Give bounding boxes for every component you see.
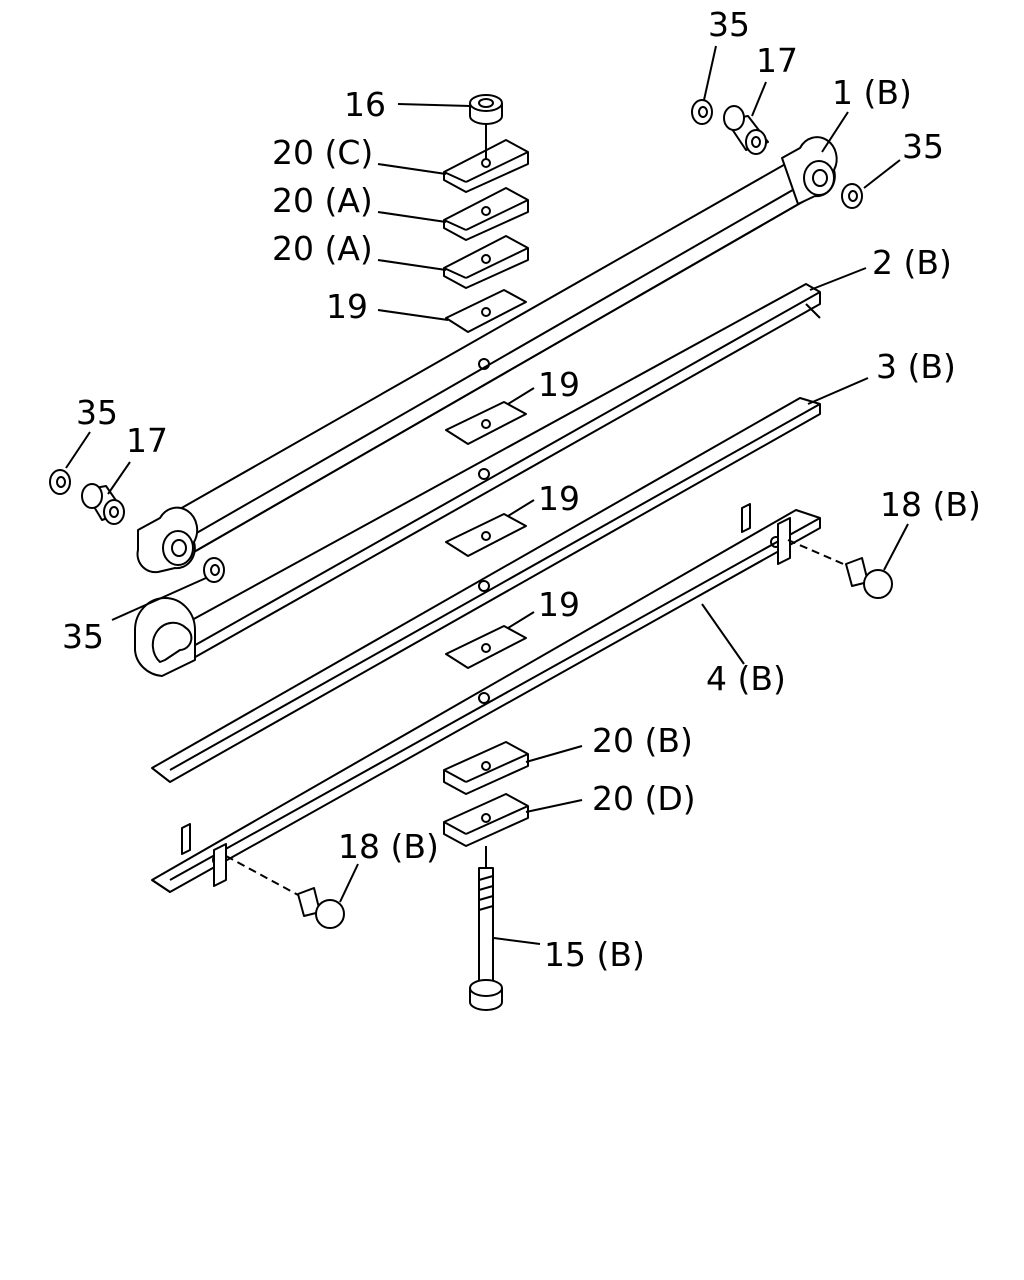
washer-35-left-bottom xyxy=(203,557,225,583)
bushing-17-left xyxy=(81,483,125,525)
pad-20c xyxy=(443,139,529,193)
callout-17-right: 17 xyxy=(756,41,798,80)
callout-35-left-bottom: 35 xyxy=(62,617,104,656)
liner-19-c xyxy=(445,625,527,669)
callout-17-left: 17 xyxy=(126,421,168,460)
leaf-spring-3 xyxy=(151,397,821,783)
washer-35-right-top xyxy=(691,99,713,125)
callout-3b: 3 (B) xyxy=(876,347,956,386)
callout-20a-upper: 20 (A) xyxy=(272,181,373,220)
callout-19-top: 19 xyxy=(326,287,368,326)
callout-18b-right: 18 (B) xyxy=(880,485,981,524)
rebound-clip-left xyxy=(181,823,227,887)
callout-15b: 15 (B) xyxy=(544,935,645,974)
spring-eye-left xyxy=(136,506,199,574)
liner-19-a xyxy=(445,401,527,445)
washer-35-left-top xyxy=(49,469,71,495)
clip-bolt-18b-right xyxy=(845,557,893,599)
washer-35-right xyxy=(841,183,863,209)
pad-20b xyxy=(443,741,529,795)
leaf-spring-4 xyxy=(151,509,821,893)
callout-2b: 2 (B) xyxy=(872,243,952,282)
clip-bolt-axis-right xyxy=(787,539,849,567)
spring-wrap-eye xyxy=(134,597,196,677)
clip-bolt-axis-left xyxy=(225,855,301,897)
callout-1b: 1 (B) xyxy=(832,73,912,112)
center-bolt-15b xyxy=(469,867,503,1011)
callout-35-right: 35 xyxy=(902,127,944,166)
callout-4b: 4 (B) xyxy=(706,659,786,698)
callout-19-a: 19 xyxy=(538,365,580,404)
callout-20a-lower: 20 (A) xyxy=(272,229,373,268)
liner-19-b xyxy=(445,513,527,557)
rebound-clip-right xyxy=(741,503,791,565)
nut-16 xyxy=(469,94,503,125)
callout-20b: 20 (B) xyxy=(592,721,693,760)
clip-bolt-18b-left xyxy=(297,887,345,929)
callout-35-right-top: 35 xyxy=(708,5,750,44)
callout-19-c: 19 xyxy=(538,585,580,624)
pad-20a-lower xyxy=(443,235,529,289)
bushing-17-right xyxy=(723,105,769,155)
callout-20d: 20 (D) xyxy=(592,779,696,818)
callout-19-b: 19 xyxy=(538,479,580,518)
liner-19-top xyxy=(445,289,527,333)
callout-20c: 20 (C) xyxy=(272,133,373,172)
pad-20a-upper xyxy=(443,187,529,241)
leader-lines xyxy=(65,45,909,945)
spring-eye-right xyxy=(781,136,838,205)
callout-35-left-top: 35 xyxy=(76,393,118,432)
pad-20d xyxy=(443,793,529,847)
callout-16: 16 xyxy=(344,85,386,124)
callout-labels: 16 20 (C) 20 (A) 20 (A) 19 35 17 1 (B) 3… xyxy=(62,5,981,974)
callout-18b-left: 18 (B) xyxy=(338,827,439,866)
